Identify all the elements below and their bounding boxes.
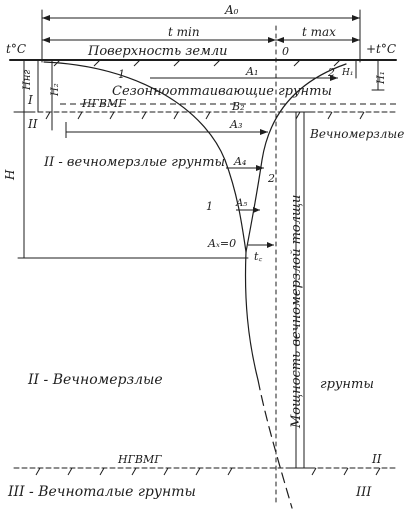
label-curve-1b: 1 [206,200,213,213]
ngvmg-bottom-teeth [35,467,381,476]
label-roman-1: I [27,93,33,107]
label-ngvmg-bottom: НГВМГ [117,453,162,466]
dimension-a0 [41,11,361,25]
label-h: H [3,169,17,181]
label-h-ng: Hнг [22,70,33,91]
label-thawed: III - Вечноталые грунты [7,484,196,500]
label-a4: A₄ [233,155,246,168]
label-tc: t꜀ [254,250,262,263]
curve-2-t-max [245,63,347,253]
label-surface: Поверхность земли [87,44,228,59]
label-roman-3-right: III [355,485,372,500]
label-seasonal: Сезоннооттаивающие грунты [112,84,332,99]
label-h2: H₂ [50,83,61,97]
label-a5: A₅ [235,198,247,209]
label-h1-right: H₁ [376,71,387,85]
label-b2: B₂ [231,100,245,113]
label-curve-2b: 2 [327,66,335,79]
label-zero: 0 [282,45,289,58]
label-t-left: t°C [6,42,26,56]
dimension-t-range [41,37,361,43]
a-level-dimensions [60,75,396,248]
label-permafrost-section: II - вечномерзлые грунты [43,155,225,170]
thickness-dimension [288,111,312,469]
ground-hatch [53,59,341,67]
label-a0: A₀ [224,3,239,17]
label-az: Aₓ=0 [207,237,236,250]
label-h1-inner: H₁ [341,68,353,78]
ngvmg-top-teeth [45,111,365,120]
label-curve-2: 2 [267,172,275,185]
label-thickness: Мощность вечномерзлой толщи [289,195,304,429]
curve-1-t-min [43,61,247,253]
curve-lower-solid [244,251,259,381]
label-t-max: t max [302,25,336,39]
label-grunty-right: грунты [320,377,374,392]
label-permafrost-right: Вечномерзлые грунты [309,127,404,141]
label-a1: A₁ [245,65,258,78]
label-t-right: +t°C [366,42,396,56]
curve-lower-dashed [257,379,293,509]
label-curve-1: 1 [118,68,125,81]
label-permafrost-big: II - Вечномерзлые [27,372,163,388]
label-roman-2-bottom: II [371,452,382,466]
label-a3: A₃ [229,118,242,131]
label-roman-2: II [27,117,38,131]
label-t-min: t min [168,25,200,39]
